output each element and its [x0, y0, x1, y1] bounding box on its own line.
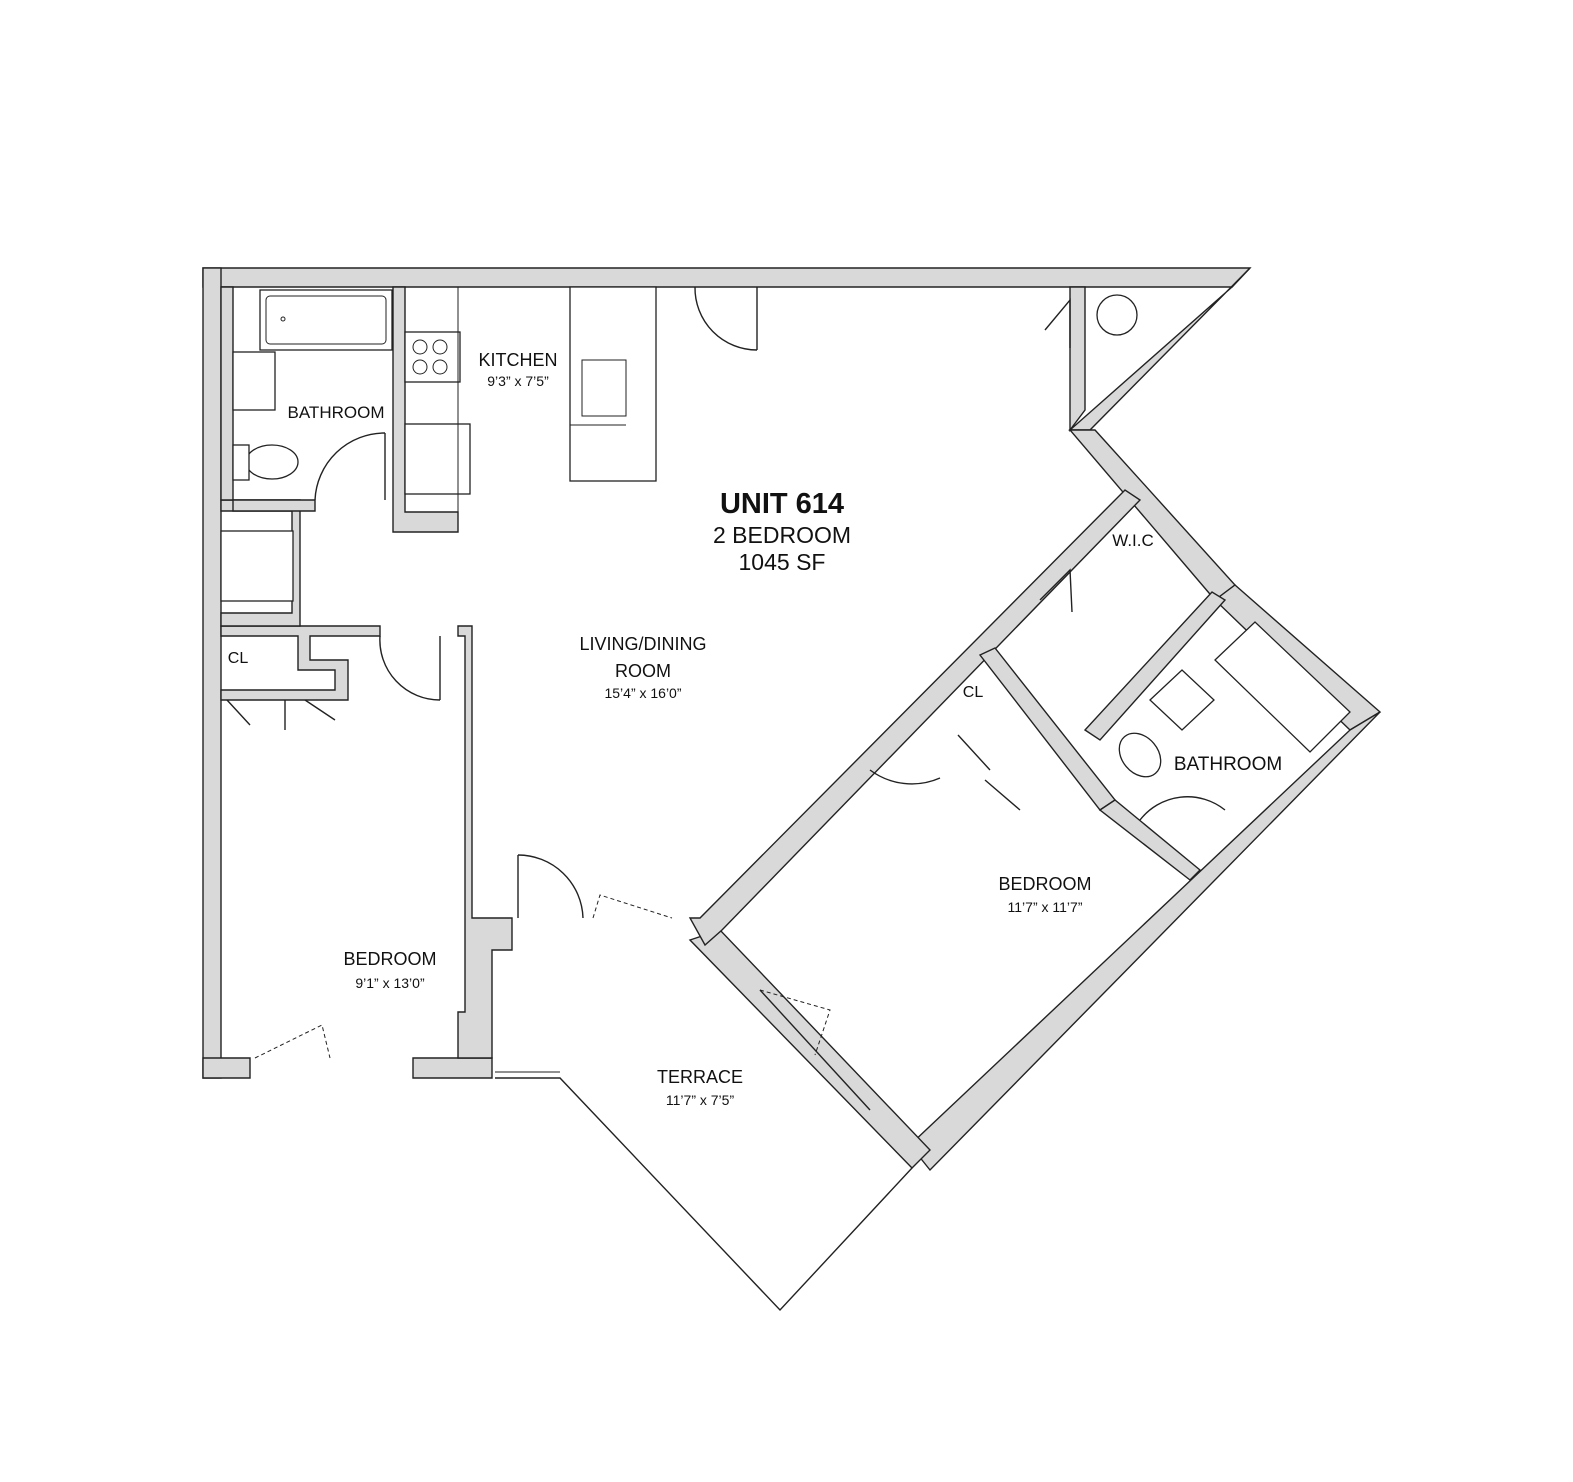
living-label-line1: LIVING/DINING: [579, 634, 706, 654]
walls: [202, 267, 1382, 1172]
bedroom-1-dims: 9’1” x 13’0”: [355, 975, 425, 991]
terrace-label: TERRACE: [657, 1067, 743, 1087]
bathroom-1-label: BATHROOM: [288, 403, 385, 422]
terrace-dims: 11’7” x 7’5”: [666, 1092, 735, 1108]
kitchen-dims: 9’3” x 7’5”: [487, 373, 549, 389]
closet-1-label: CL: [228, 650, 249, 667]
closet-2-label: CL: [963, 684, 984, 701]
wic-label: W.I.C: [1112, 531, 1154, 550]
bedroom-2-dims: 11’7” x 11’7”: [1008, 899, 1083, 915]
doors: [226, 286, 1226, 1111]
living-dims: 15’4” x 16’0”: [604, 685, 681, 701]
unit-type: 2 BEDROOM: [713, 522, 851, 548]
labels: UNIT 614 2 BEDROOM 1045 SF KITCHEN 9’3” …: [228, 350, 1282, 1108]
fixtures: [220, 286, 1351, 778]
kitchen-label: KITCHEN: [478, 350, 557, 370]
bedroom-1-label: BEDROOM: [343, 949, 436, 969]
bathroom-2-label: BATHROOM: [1174, 754, 1282, 775]
unit-title: UNIT 614: [720, 488, 844, 520]
living-label-line2: ROOM: [615, 661, 671, 681]
bedroom-2-label: BEDROOM: [998, 874, 1091, 894]
terrace-outline: [495, 1071, 913, 1312]
unit-area: 1045 SF: [739, 549, 826, 575]
